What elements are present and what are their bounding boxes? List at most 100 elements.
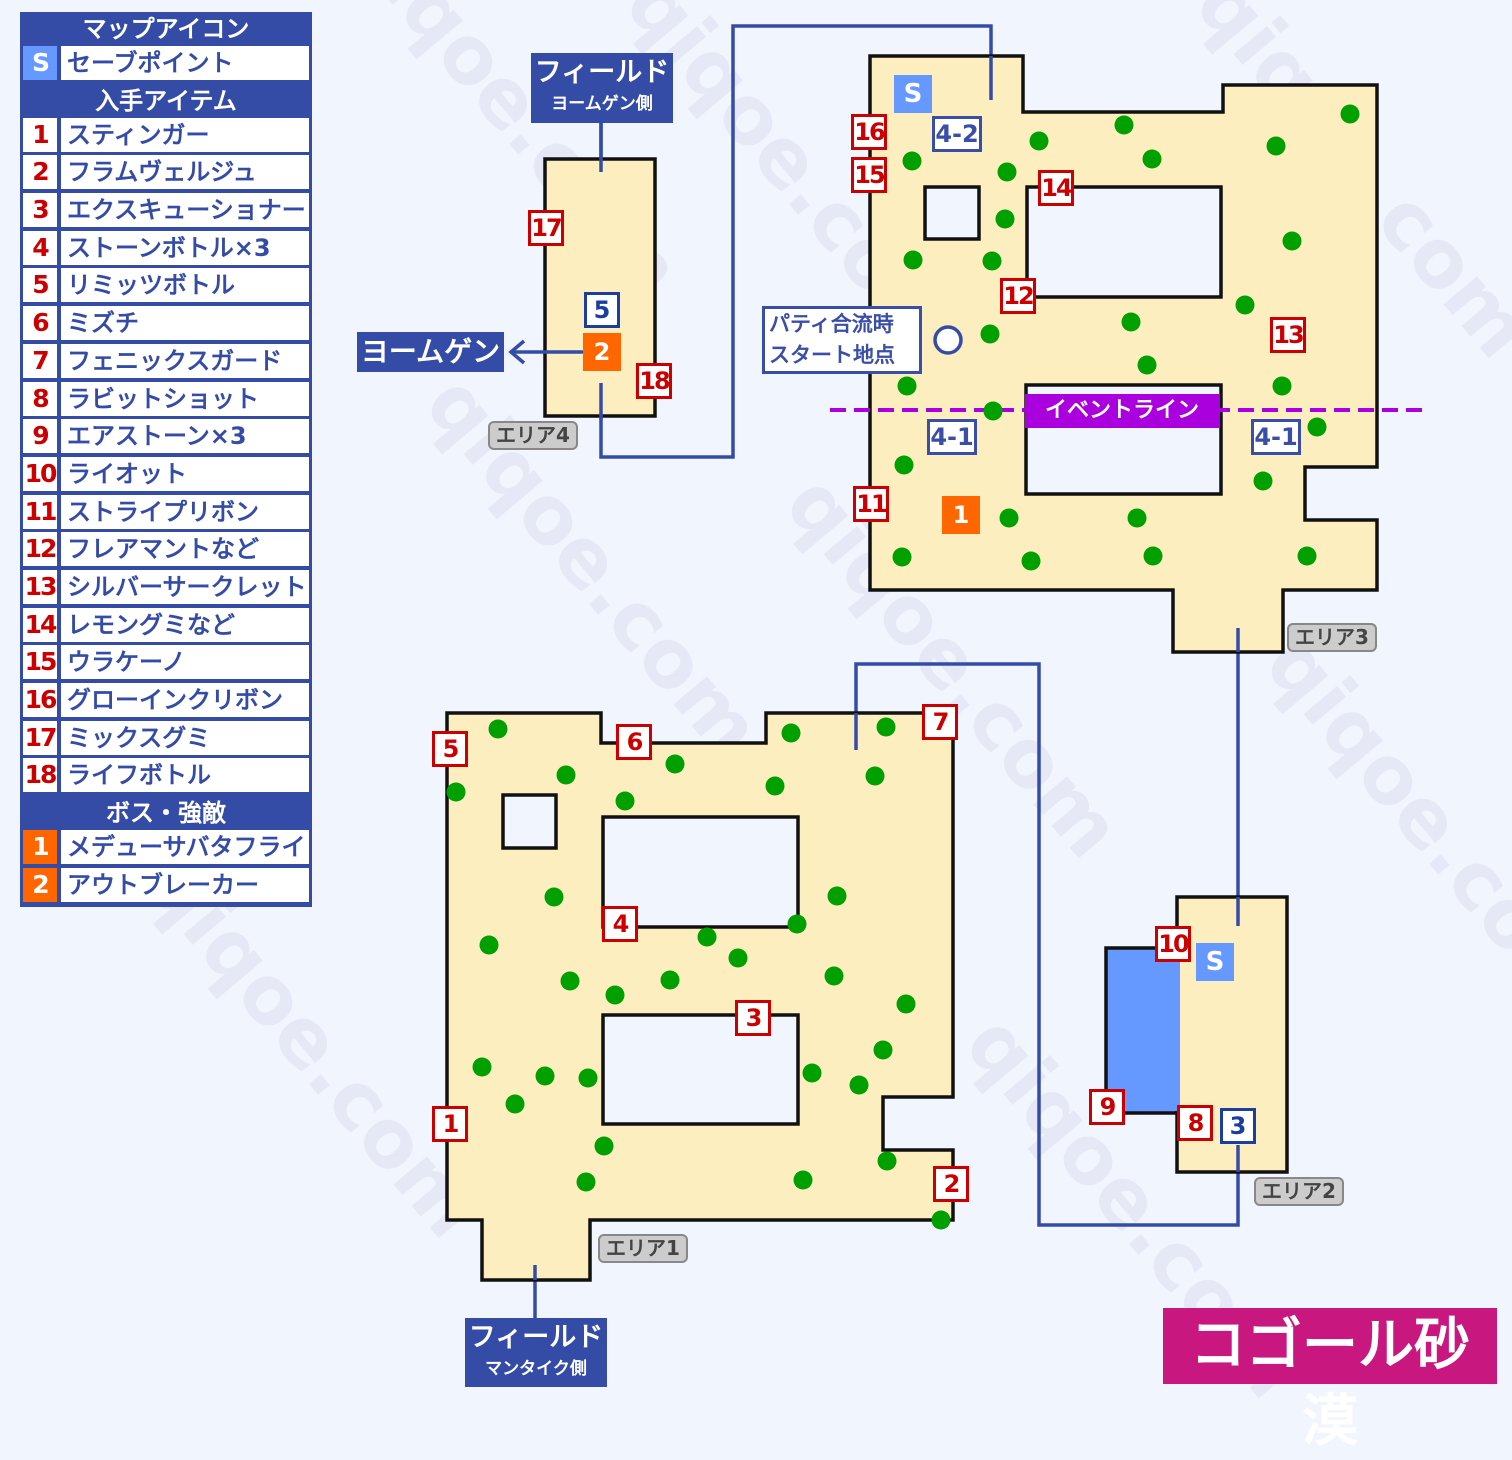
legend-label: リミッツボトル (61, 268, 309, 303)
enemy-dot (1307, 417, 1327, 437)
legend-number: 3 (23, 193, 57, 228)
enemy-dot (472, 1057, 492, 1077)
area-1-wall-block (601, 815, 800, 929)
legend-label: シルバーサークレット (61, 569, 309, 604)
item-marker-3: 3 (735, 1000, 771, 1036)
enemy-dot (576, 1172, 596, 1192)
legend-number: 13 (23, 569, 57, 604)
enemy-dot (1235, 295, 1255, 315)
area-label-4: エリア4 (488, 421, 578, 450)
enemy-dot (1143, 546, 1163, 566)
area-label-2: エリア2 (1254, 1177, 1344, 1206)
enemy-dot (556, 765, 576, 785)
area-2-water-join (1175, 950, 1180, 1111)
enemy-dot (896, 994, 916, 1014)
door-marker-d41b: 4-1 (1251, 419, 1301, 455)
enemy-dot (1121, 312, 1141, 332)
legend-number: 2 (23, 867, 57, 902)
enemy-dot (1029, 131, 1049, 151)
legend-label: レモングミなど (61, 607, 309, 642)
legend-number: 2 (23, 155, 57, 190)
enemy-dot (578, 1068, 598, 1088)
legend-number: 1 (23, 830, 57, 865)
enemy-dot (544, 887, 564, 907)
legend-label: フラムヴェルジュ (61, 155, 309, 190)
item-marker-17: 17 (528, 210, 564, 246)
boss-marker-2: 2 (583, 333, 621, 371)
enemy-dot (877, 1151, 897, 1171)
item-marker-7: 7 (922, 704, 958, 740)
item-marker-10: 10 (1155, 926, 1191, 962)
enemy-dot (931, 1210, 951, 1230)
enemy-dot (824, 966, 844, 986)
enemy-dot (697, 927, 717, 947)
legend-number: 11 (23, 494, 57, 529)
legend-label: フレアマントなど (61, 532, 309, 567)
route-line (854, 662, 1240, 1227)
enemy-dot (827, 886, 847, 906)
legend-header-map-icons: マップアイコン (82, 15, 250, 43)
enemy-dot (995, 209, 1015, 229)
exit-yoomugen[interactable]: ヨームゲン (357, 332, 504, 372)
area-label-3: エリア3 (1287, 623, 1377, 652)
area-2-water (1104, 946, 1179, 1115)
enemy-dot (873, 1040, 893, 1060)
legend-row-save: S セーブポイント (23, 46, 309, 80)
legend-label: ライオット (61, 456, 309, 491)
exit-field-yoomugen[interactable]: フィールド ヨームゲン側 (531, 53, 673, 123)
enemy-dot (446, 782, 466, 802)
save-point-icon: S (894, 75, 932, 113)
item-marker-11: 11 (853, 486, 889, 522)
enemy-dot (903, 250, 923, 270)
legend-number: 8 (23, 381, 57, 416)
legend-number: 14 (23, 607, 57, 642)
enemy-dot (488, 719, 508, 739)
item-marker-18: 18 (636, 363, 672, 399)
exit-sub: マンタイク側 (485, 1359, 587, 1379)
enemy-dot (894, 455, 914, 475)
item-marker-8: 8 (1177, 1105, 1213, 1141)
party-start-label: パティ合流時 スタート地点 (762, 306, 922, 374)
enemy-dot (665, 754, 685, 774)
legend-label: グローインクリボン (61, 683, 309, 717)
enemy-dot (1127, 508, 1147, 528)
item-marker-12: 12 (1000, 278, 1036, 314)
enemy-dot (1272, 376, 1292, 396)
legend-label: ストーンボトル×3 (61, 230, 309, 265)
enemy-dot (660, 970, 680, 990)
legend-label: アウトブレーカー (61, 867, 309, 902)
enemy-dot (728, 948, 748, 968)
enemy-dot (605, 985, 625, 1005)
save-point-icon: S (1196, 943, 1234, 981)
enemy-dot (892, 547, 912, 567)
boss-marker-1: 1 (942, 496, 980, 534)
party-start-line1: パティ合流時 (769, 312, 894, 336)
enemy-dot (1021, 551, 1041, 571)
enemy-dot (560, 971, 580, 991)
exit-field-mantaiku[interactable]: フィールド マンタイク側 (465, 1318, 607, 1387)
enemy-dot (1282, 231, 1302, 251)
exit-title: フィールド (534, 57, 670, 88)
legend-number: 1 (23, 117, 57, 152)
enemy-dot (765, 776, 785, 796)
enemy-dot (865, 766, 885, 786)
item-marker-16: 16 (851, 114, 887, 150)
chest-marker-5: 5 (584, 292, 620, 328)
legend-label: ラビットショット (61, 381, 309, 416)
area-3-floor (868, 54, 1379, 654)
